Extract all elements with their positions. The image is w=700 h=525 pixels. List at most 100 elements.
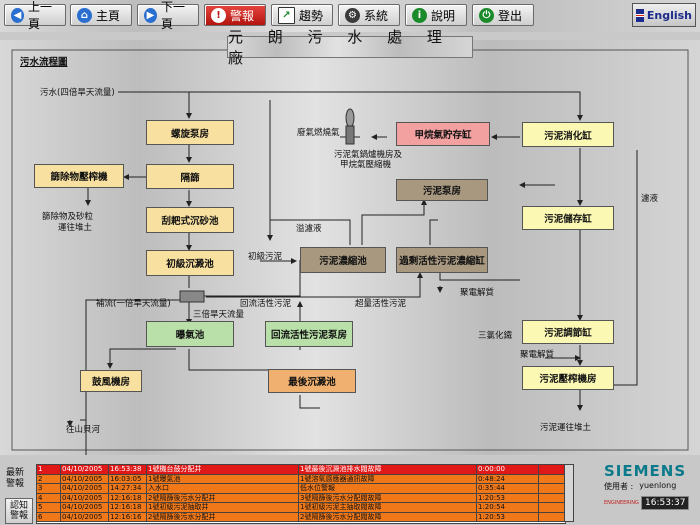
grit-chamber-box[interactable]: 刮耙式沉砂池 [146, 207, 234, 233]
alarm-state: 低水位警報 [299, 484, 477, 493]
primary-sludge-label: 初級污泥 [248, 252, 283, 262]
was-thickener-box[interactable]: 過剩活性污泥濃縮缸 [396, 247, 488, 273]
triple-flow-label: 三倍旱天流量 [193, 310, 245, 320]
ferric-label: 三氯化鐵 [478, 331, 513, 341]
methane-storage-box[interactable]: 甲烷氣貯存缸 [396, 122, 490, 146]
alarm-duration: 0:00:00 [477, 465, 539, 474]
filtrate-label: 濾液 [641, 194, 659, 204]
alarm-caption: 最新警報 [5, 468, 24, 489]
alarm-no: 3 [37, 484, 61, 493]
alarm-label: 警報 [230, 8, 255, 23]
logout-label: 登出 [498, 8, 523, 23]
sludge-out-label: 污泥運往堆土 [540, 423, 592, 433]
clock-display: 16:53:37 [641, 496, 690, 510]
poly-label-2: 聚電解質 [520, 350, 555, 360]
user-name: yuenlong [639, 481, 677, 490]
logout-icon: ⏻ [479, 7, 494, 23]
alarm-desc: 1號機台鼓分配井 [147, 465, 299, 474]
language-button[interactable]: English [632, 3, 696, 27]
toolbar: ◀ 上一頁 ⌂ 主頁 ▶ 下一頁 ! 警報 ↗ 趨勢 ⚙ 系統 i 說明 ⏻ 登… [0, 0, 700, 32]
alarm-time: 16:53:38 [109, 465, 147, 474]
alarm-duration: 1:20:53 [477, 512, 539, 521]
help-label: 說明 [431, 8, 456, 23]
alarm-state: 2號隔篩後污水分配閥故障 [299, 512, 477, 521]
trend-chart-icon: ↗ [278, 6, 295, 24]
uk-flag-icon [636, 8, 644, 22]
sludge-pump-house-box[interactable]: 污泥泵房 [396, 179, 488, 201]
primary-sedimentation-box[interactable]: 初級沉澱池 [146, 250, 234, 276]
poly-label: 聚電解質 [460, 288, 495, 298]
sludge-dewatering-box[interactable]: 污泥壓榨機房 [522, 366, 614, 390]
gas-note-label-2: 甲烷氣壓縮機 [340, 160, 392, 170]
alarm-scrollbar[interactable] [564, 464, 574, 522]
diagram-canvas: 污水流程圖 污水(四倍旱天流量) 螺旋泵房 隔篩 篩除物壓榨機 篩除物及砂粒 運… [0, 40, 700, 455]
language-label: English [646, 8, 692, 22]
sludge-storage-box[interactable]: 污泥儲存缸 [522, 206, 614, 230]
inflow-label: 污水(四倍旱天流量) [40, 88, 115, 98]
alarm-desc: 入水口 [147, 484, 299, 493]
screening-box[interactable]: 隔篩 [146, 164, 234, 189]
help-button[interactable]: i 說明 [405, 4, 467, 26]
to-river-label: 往山貝河 [66, 425, 101, 435]
trend-button[interactable]: ↗ 趨勢 [271, 4, 333, 26]
sludge-thickener-box[interactable]: 污泥濃縮池 [300, 247, 386, 273]
alarm-duration: 0:48:24 [477, 474, 539, 483]
next-page-button[interactable]: ▶ 下一頁 [137, 0, 199, 31]
prev-page-label: 上一頁 [27, 0, 52, 31]
sludge-conditioning-box[interactable]: 污泥調節缸 [522, 320, 614, 344]
screenings-press-box[interactable]: 篩除物壓榨機 [34, 164, 124, 188]
sludge-digester-box[interactable]: 污泥消化缸 [522, 122, 614, 147]
alarm-date: 04/10/2005 [61, 484, 109, 493]
alarm-no: 1 [37, 465, 61, 474]
overflow-label: 補流(一倍旱天流量) [96, 299, 171, 309]
prev-page-button[interactable]: ◀ 上一頁 [4, 0, 66, 31]
alarm-icon: ! [211, 7, 226, 23]
engineering-logo: ENGINEERING [604, 500, 639, 506]
aeration-tank-box[interactable]: 曝氣池 [146, 321, 234, 347]
acknowledge-alarm-button[interactable]: 認知警報 [5, 498, 33, 524]
ras-pump-house-box[interactable]: 回流活性污泥泵房 [265, 321, 353, 347]
alarm-no: 6 [37, 512, 61, 521]
alarm-time: 12:16:18 [109, 493, 147, 502]
alarm-time: 16:03:05 [109, 474, 147, 483]
blower-house-box[interactable]: 鼓風機房 [80, 370, 142, 392]
alarm-date: 04/10/2005 [61, 503, 109, 512]
screw-pump-house-box[interactable]: 螺旋泵房 [146, 120, 234, 145]
trend-label: 趨勢 [299, 8, 324, 23]
system-button[interactable]: ⚙ 系統 [338, 4, 400, 26]
alarm-desc: 2號隔篩後污水分配井 [147, 493, 299, 502]
alarm-duration: 1:20:54 [477, 503, 539, 512]
home-button[interactable]: ⌂ 主頁 [70, 4, 132, 26]
alarm-button[interactable]: ! 警報 [204, 4, 266, 26]
user-label: 使用者 : [604, 482, 634, 491]
home-icon: ⌂ [77, 7, 92, 23]
logout-button[interactable]: ⏻ 登出 [472, 4, 534, 26]
clock-row: ENGINEERING 16:53:37 [604, 496, 697, 510]
alarm-state: 1號最後沉澱池排水閥故障 [299, 465, 477, 474]
alarm-date: 04/10/2005 [61, 474, 109, 483]
alarm-state: 1號初級污泥主抽取閥故障 [299, 503, 477, 512]
supernatant-label: 溢濾液 [296, 224, 322, 234]
brand-panel: SIEMENS 使用者 : yuenlong ENGINEERING 16:53… [604, 462, 697, 522]
alarm-no: 4 [37, 493, 61, 502]
waste-gas-label: 廢氣燃燒氣 [297, 128, 340, 138]
alarm-state: 3號隔篩後污水分配閥故障 [299, 493, 477, 502]
gas-note-label-1: 污泥氣鍋爐機房及 [334, 150, 403, 160]
diagram-caption: 污水流程圖 [20, 57, 68, 68]
alarm-date: 04/10/2005 [61, 493, 109, 502]
final-sedimentation-box[interactable]: 最後沉澱池 [268, 369, 356, 393]
help-icon: i [412, 7, 427, 23]
alarm-date: 04/10/2005 [61, 512, 109, 521]
gears-icon: ⚙ [345, 7, 360, 23]
alarm-time: 14:27:34 [109, 484, 147, 493]
landfill-label-1: 運往堆土 [58, 223, 93, 233]
siemens-logo: SIEMENS [604, 462, 687, 480]
alarm-desc: 1號初級污泥抽取井 [147, 503, 299, 512]
